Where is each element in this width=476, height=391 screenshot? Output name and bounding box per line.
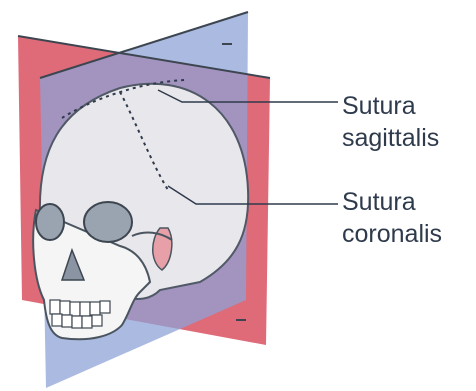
- left-orbit: [36, 204, 64, 240]
- coronal-label-line1: Sutura: [342, 188, 416, 216]
- coronal-label-line2: coronalis: [342, 220, 442, 248]
- sagittal-label-line2: sagittalis: [342, 124, 439, 152]
- right-orbit: [84, 202, 132, 242]
- sagittal-label-line1: Sutura: [342, 92, 416, 120]
